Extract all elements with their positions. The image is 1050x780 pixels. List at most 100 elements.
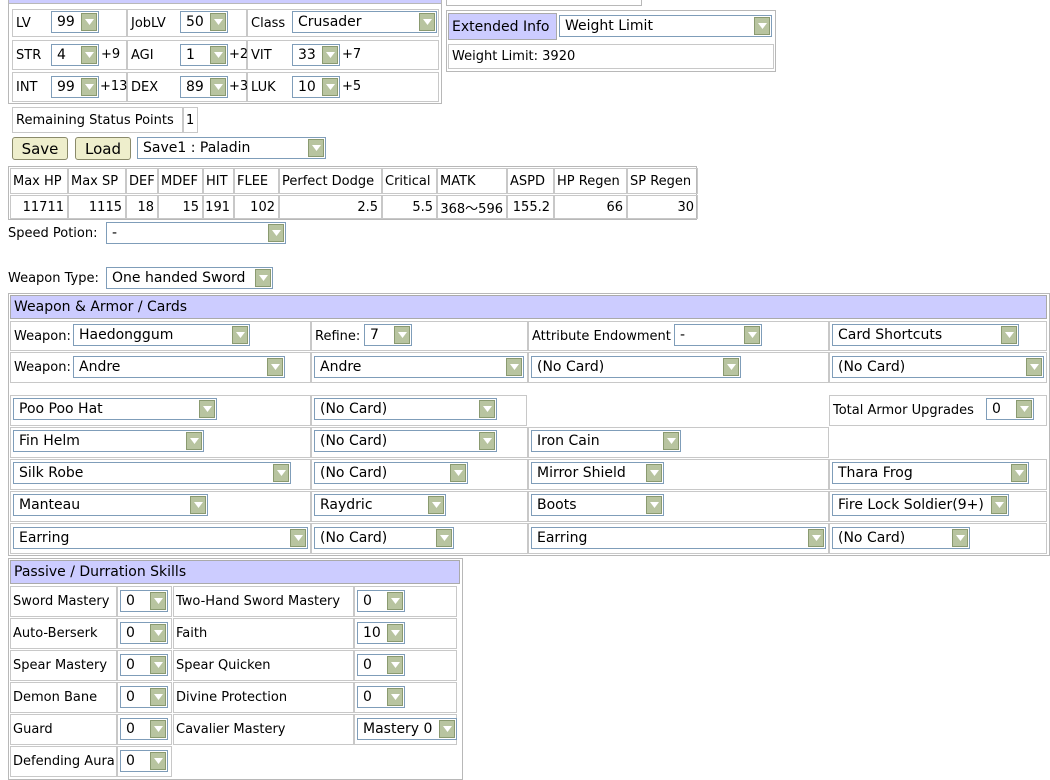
chevron-down-icon xyxy=(436,529,452,547)
chevron-down-icon xyxy=(210,46,226,64)
chevron-down-icon xyxy=(150,688,166,706)
weapon-card-select-2[interactable]: Andre xyxy=(314,356,524,378)
speed-potion-select[interactable]: - xyxy=(106,222,286,244)
joblv-cell: JobLV xyxy=(127,9,247,37)
head-low-select[interactable]: Iron Cain xyxy=(531,430,681,452)
str-select[interactable]: 4 xyxy=(51,44,99,66)
chevron-down-icon xyxy=(322,78,338,96)
garment-cell xyxy=(10,491,311,522)
accessory2-card-select[interactable]: (No Card) xyxy=(832,527,970,549)
body-card-cell xyxy=(311,459,528,490)
accessory2-select[interactable]: Earring xyxy=(531,527,826,549)
agi-select[interactable]: 1 xyxy=(180,44,228,66)
weapon-select[interactable]: Haedonggum xyxy=(73,324,250,346)
weapon2-cell: Weapon: xyxy=(10,352,311,383)
joblv-select[interactable]: 50 xyxy=(180,11,228,33)
skill-level-select[interactable]: 0 xyxy=(357,590,405,612)
chevron-down-icon xyxy=(646,496,662,514)
skill-level-select[interactable]: 0 xyxy=(120,750,168,772)
armor-upgrades-select[interactable]: 0 xyxy=(986,398,1034,420)
weapon-card-select-3[interactable]: (No Card) xyxy=(531,356,741,378)
load-button[interactable]: Load xyxy=(75,137,131,160)
shield-card-select[interactable]: Thara Frog xyxy=(832,462,1029,484)
skill-level-select[interactable]: Mastery 0 xyxy=(357,718,457,740)
skill-value-cell xyxy=(117,650,172,681)
body-select[interactable]: Silk Robe xyxy=(13,462,291,484)
accessory1-card-cell xyxy=(311,523,528,554)
class-select[interactable]: Crusader xyxy=(292,11,437,33)
attribute-select[interactable]: - xyxy=(674,324,762,346)
skill-level-select[interactable]: 0 xyxy=(357,686,405,708)
armor-upgrades-cell: Total Armor Upgrades xyxy=(829,395,1047,426)
chevron-down-icon xyxy=(1001,326,1017,344)
chevron-down-icon xyxy=(1011,464,1027,482)
shoes-card-select[interactable]: Fire Lock Soldier(9+) xyxy=(832,494,1009,516)
dex-label: DEX xyxy=(131,79,159,95)
save-slot-select[interactable]: Save1 : Paladin xyxy=(137,137,326,159)
chevron-down-icon xyxy=(1016,400,1032,418)
head-mid-select[interactable]: Fin Helm xyxy=(13,430,204,452)
chevron-down-icon xyxy=(450,464,466,482)
chevron-down-icon xyxy=(267,358,283,376)
vit-select[interactable]: 33 xyxy=(292,44,340,66)
extended-info-label: Extended Info xyxy=(448,13,557,40)
card-shortcuts-select[interactable]: Card Shortcuts xyxy=(832,324,1019,346)
weapon-card-select-4[interactable]: (No Card) xyxy=(832,356,1044,378)
accessory1-select[interactable]: Earring xyxy=(13,527,308,549)
weapon-cell: Weapon: xyxy=(10,321,311,351)
body-card-select[interactable]: (No Card) xyxy=(314,462,468,484)
chevron-down-icon xyxy=(506,358,522,376)
chevron-down-icon xyxy=(150,592,166,610)
garment-card-select[interactable]: Raydric xyxy=(314,494,446,516)
class-label: Class xyxy=(251,15,286,31)
skill-value-cell xyxy=(354,618,457,649)
results-value-cell: 11711 xyxy=(10,195,68,219)
extended-info-select[interactable]: Weight Limit xyxy=(559,15,772,37)
luk-cell: LUK xyxy=(247,72,439,102)
extended-panel xyxy=(446,10,776,72)
accessory2-card-cell xyxy=(829,523,1047,554)
chevron-down-icon xyxy=(428,496,444,514)
shoes-select[interactable]: Boots xyxy=(531,494,664,516)
head-top-card-select[interactable]: (No Card) xyxy=(314,398,497,420)
extended-top-strip xyxy=(446,0,642,6)
equipment-title: Weapon & Armor / Cards xyxy=(10,295,1047,319)
save-button[interactable]: Save xyxy=(12,137,68,160)
weapon-card-select-1[interactable]: Andre xyxy=(73,356,285,378)
lv-select[interactable]: 99 xyxy=(51,11,99,33)
refine-select[interactable]: 7 xyxy=(364,324,412,346)
head-mid-card-select[interactable]: (No Card) xyxy=(314,430,497,452)
skills-title: Passive / Durration Skills xyxy=(10,560,460,584)
skill-value-cell xyxy=(117,586,172,617)
lv-label: LV xyxy=(16,15,31,31)
shield-select[interactable]: Mirror Shield xyxy=(531,462,664,484)
head-mid-cell xyxy=(10,427,311,458)
accessory2-cell xyxy=(528,523,829,554)
chevron-down-icon xyxy=(81,46,97,64)
head-top-select[interactable]: Poo Poo Hat xyxy=(13,398,217,420)
chevron-down-icon xyxy=(290,529,306,547)
results-value-cell: 18 xyxy=(126,195,158,219)
results-header-cell: FLEE xyxy=(234,168,279,194)
skill-level-select[interactable]: 10 xyxy=(357,622,405,644)
skill-level-select[interactable]: 0 xyxy=(357,654,405,676)
skill-level-select[interactable]: 0 xyxy=(120,718,168,740)
vit-cell: VIT xyxy=(247,40,439,70)
results-value-cell: 2.5 xyxy=(279,195,382,219)
skill-level-select[interactable]: 0 xyxy=(120,686,168,708)
chevron-down-icon xyxy=(387,688,403,706)
dex-bonus: +3 xyxy=(229,79,249,94)
results-value-cell: 66 xyxy=(554,195,627,219)
garment-select[interactable]: Manteau xyxy=(13,494,208,516)
chevron-down-icon xyxy=(210,78,226,96)
chevron-down-icon xyxy=(273,464,289,482)
luk-select[interactable]: 10 xyxy=(292,76,340,98)
int-select[interactable]: 99 xyxy=(51,76,99,98)
skill-level-select[interactable]: 0 xyxy=(120,654,168,676)
dex-select[interactable]: 89 xyxy=(180,76,228,98)
weapon-type-select[interactable]: One handed Sword xyxy=(106,267,273,289)
class-cell: Class xyxy=(247,9,439,37)
accessory1-card-select[interactable]: (No Card) xyxy=(314,527,454,549)
skill-level-select[interactable]: 0 xyxy=(120,590,168,612)
skill-level-select[interactable]: 0 xyxy=(120,622,168,644)
